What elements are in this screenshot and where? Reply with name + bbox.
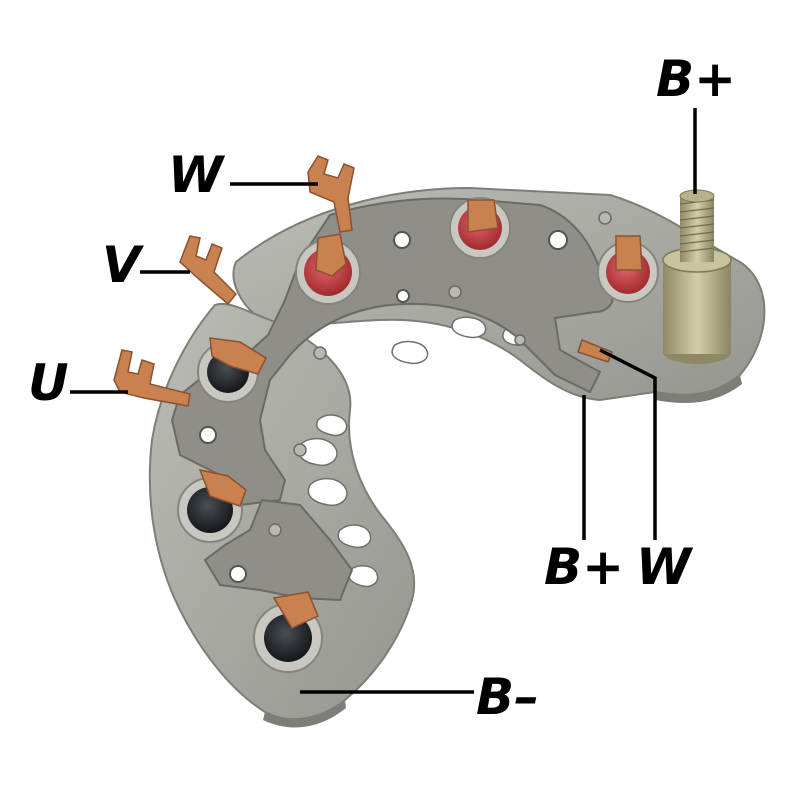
plate-edge: [263, 700, 346, 728]
label-w-top: W: [168, 146, 224, 204]
rivets: [268, 211, 612, 537]
stator-terminals: [113, 155, 355, 407]
cooling-slots: [297, 414, 379, 588]
label-w-bottom: W: [636, 538, 692, 596]
b-plus-stud: [662, 189, 732, 364]
plate-edge: [655, 375, 742, 403]
leader-w-bottom: [599, 348, 657, 540]
label-u: U: [28, 354, 69, 412]
label-b-plus-bottom: B+: [544, 538, 625, 596]
diode-copper-tabs: [198, 199, 643, 629]
bracket-holes: [199, 230, 568, 583]
label-v: V: [102, 236, 141, 294]
label-b-plus-top: B+: [656, 50, 737, 108]
leader-lines: [70, 108, 697, 694]
label-b-minus: B–: [476, 668, 540, 726]
